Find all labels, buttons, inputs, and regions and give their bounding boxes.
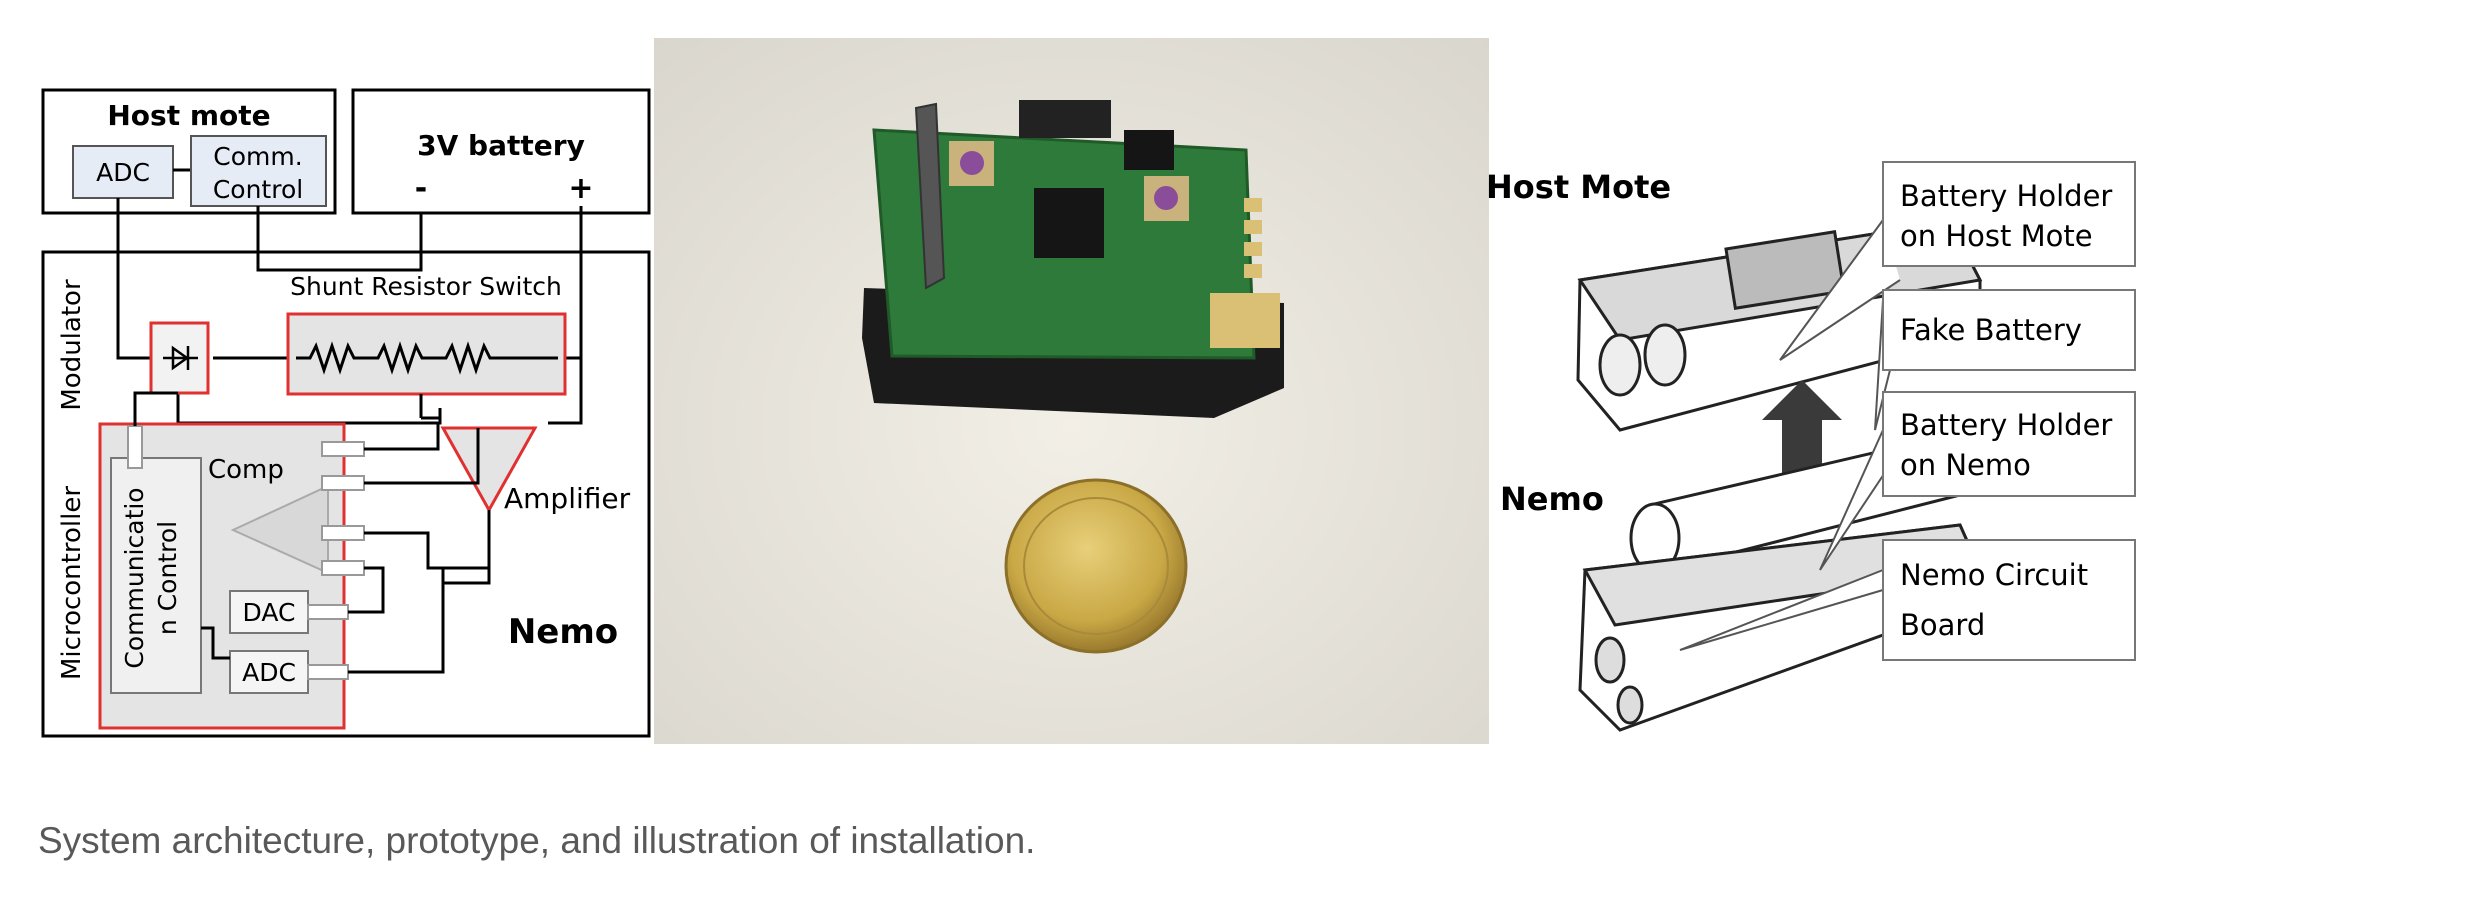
callout-4-line-1: Nemo Circuit [1900,558,2088,592]
callout-nemo-circuit-board: Nemo Circuit Board [1679,539,2136,661]
callout-3-line-2: on Nemo [1900,448,2031,482]
mcu-adc-label: ADC [242,658,296,687]
battery-minus: - [415,171,427,206]
callout-4-line-2: Board [1900,608,1985,642]
amplifier-label: Amplifier [504,482,631,515]
pcb-gold-pad [1210,293,1280,348]
comp-label: Comp [208,455,284,485]
host-adc-label: ADC [96,158,150,187]
callout-fake-battery: Fake Battery [1874,289,2136,431]
host-mote-label: Host mote [107,99,270,132]
callout-battery-holder-host: Battery Holder on Host Mote [1779,161,2136,361]
communication-control-label-1: Communicatio [120,487,149,668]
pcb-chip-main [1034,188,1104,258]
dac-block [229,590,309,634]
system-architecture-diagram: Host mote ADC Comm. Control 3V battery -… [38,38,658,748]
pcb-chip-small [1124,130,1174,170]
callout-battery-holder-nemo: Battery Holder on Nemo [1819,391,2136,571]
pcb-antenna-bracket [914,102,946,290]
diode-icon [163,345,198,371]
callout-3-line-1: Battery Holder [1900,408,2112,442]
pin-terminals [127,425,365,680]
quarter-coin [1004,478,1188,654]
prototype-photo [654,38,1489,744]
callout-2-line-1: Fake Battery [1900,313,2082,347]
battery-plus: + [568,171,593,206]
host-mote-title: Host Mote [1486,168,1671,206]
host-adc-block [72,145,174,199]
resistor-icons [296,341,558,375]
amplifier-symbol [440,426,538,514]
nemo-label: Nemo [508,612,618,652]
installation-illustration: Host Mote Nemo Battery Holder on Host Mo… [1480,130,2240,750]
callout-1-line-2: on Host Mote [1900,219,2093,253]
microcontroller-label: Microcontroller [57,486,87,680]
communication-control-label-2: n Control [153,521,182,635]
dac-label: DAC [243,598,296,627]
pcb-contact-pads [1244,198,1262,278]
callout-1-line-1: Battery Holder [1900,179,2112,213]
comm-control-label-1: Comm. [213,142,302,171]
shunt-resistor-switch-label: Shunt Resistor Switch [290,272,562,301]
nemo-title: Nemo [1500,480,1604,518]
figure-caption: System architecture, prototype, and illu… [38,820,1036,861]
comm-control-label-2: Control [213,175,303,204]
battery-label: 3V battery [417,129,585,162]
pcb-connector [1019,100,1111,138]
battery-box [351,88,651,215]
mcu-adc-block [229,650,309,694]
communication-control-block [110,457,202,694]
modulator-label: Modulator [57,279,87,411]
